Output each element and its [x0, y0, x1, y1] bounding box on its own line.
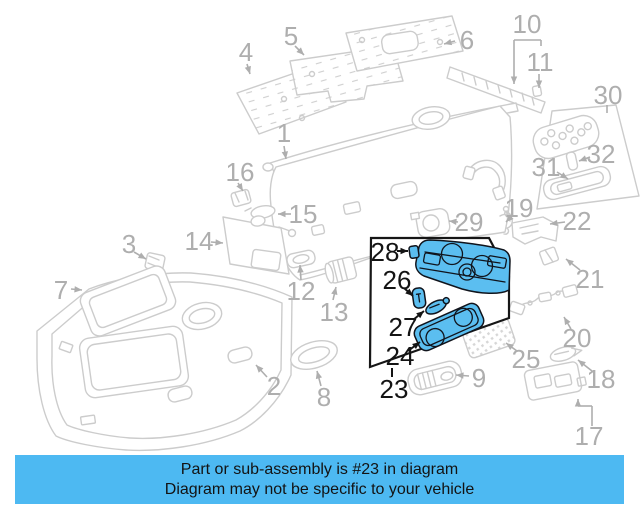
callout-28[interactable]: 28	[371, 237, 400, 267]
callout-12[interactable]: 12	[287, 276, 316, 306]
part-insulator-pad-rear	[345, 15, 464, 72]
callout-arrowhead-9	[456, 372, 464, 379]
callout-arrowhead-17	[574, 399, 582, 407]
part-rear-lamp-kit-box	[532, 104, 640, 210]
callout-arrowhead-26	[405, 288, 413, 296]
callout-7[interactable]: 7	[54, 275, 68, 305]
callout-4[interactable]: 4	[239, 37, 253, 67]
part-lens-24	[413, 302, 485, 352]
callout-27[interactable]: 27	[389, 312, 418, 342]
part-motor	[324, 256, 358, 284]
callout-arrowhead-16	[236, 182, 243, 191]
callout-3[interactable]: 3	[122, 229, 136, 259]
callout-30[interactable]: 30	[594, 80, 623, 110]
callout-arrowhead-22	[550, 219, 558, 227]
callout-arrowhead-10	[510, 76, 518, 84]
callout-19[interactable]: 19	[505, 193, 534, 223]
part-vent	[286, 249, 316, 269]
callout-18[interactable]: 18	[587, 364, 616, 394]
part-bulb-27	[425, 296, 450, 315]
part-lamp-housing-30	[532, 114, 600, 160]
callout-1[interactable]: 1	[277, 118, 291, 148]
callout-arrowhead-8	[315, 371, 323, 380]
part-header-clip	[531, 84, 543, 98]
callout-9[interactable]: 9	[472, 363, 486, 393]
part-clip-21	[538, 246, 560, 266]
callout-21[interactable]: 21	[576, 264, 605, 294]
callout-arrowhead-4	[244, 65, 251, 74]
callout-arrowhead-5	[296, 47, 304, 55]
notice-line2: Diagram may not be specific to your vehi…	[164, 480, 475, 498]
callout-arrowhead-28	[400, 247, 408, 255]
part-coat-hook	[499, 213, 513, 235]
part-grab-handle	[462, 159, 506, 201]
callout-arrowhead-1	[281, 151, 289, 159]
callout-32[interactable]: 32	[587, 139, 616, 169]
part-visor-mount	[244, 205, 276, 227]
notice-banner: Part or sub-assembly is #23 in diagram D…	[15, 455, 624, 504]
part-bulb-holder-26	[411, 287, 427, 309]
callout-arrowhead-15	[278, 210, 286, 218]
callout-11[interactable]: 11	[527, 47, 554, 77]
part-header-rail	[446, 66, 546, 114]
callout-16[interactable]: 16	[226, 157, 255, 187]
part-lens-31	[542, 165, 612, 201]
notice-line1: Part or sub-assembly is #23 in diagram	[180, 460, 459, 478]
callout-29[interactable]: 29	[455, 207, 484, 237]
callout-25[interactable]: 25	[512, 344, 541, 374]
callout-arrowhead-20	[564, 317, 571, 326]
callout-arrowhead-24	[412, 342, 420, 350]
callout-20[interactable]: 20	[563, 323, 592, 353]
part-visor-clip	[230, 188, 252, 208]
callout-14[interactable]: 14	[185, 226, 214, 256]
callout-arrowhead-29	[449, 218, 457, 226]
callout-arrowhead-7	[74, 286, 82, 293]
callout-15[interactable]: 15	[289, 199, 318, 229]
part-sunroof-shade	[79, 265, 177, 337]
callout-26[interactable]: 26	[383, 265, 412, 295]
part-harness	[508, 284, 579, 316]
callout-13[interactable]: 13	[320, 297, 349, 327]
callout-arrowhead-19	[506, 214, 514, 222]
callout-24[interactable]: 24	[386, 341, 415, 371]
callout-arrowhead-32	[579, 155, 588, 162]
callout-arrowhead-18	[578, 360, 586, 368]
callout-arrowhead-12	[297, 265, 304, 273]
callout-22[interactable]: 22	[563, 206, 592, 236]
callout-2[interactable]: 2	[267, 371, 281, 401]
callout-arrowhead-3	[137, 252, 146, 259]
callout-arrowhead-11	[535, 80, 543, 88]
callout-23[interactable]: 23	[380, 374, 409, 404]
callout-arrowhead-13	[331, 287, 338, 296]
callout-arrowhead-27	[416, 311, 424, 319]
callout-arrowhead-2	[256, 365, 264, 373]
callout-arrowhead-25	[506, 343, 514, 350]
callout-arrowhead-31	[559, 172, 568, 179]
part-overhead-console-highlighted	[408, 239, 511, 352]
callout-10[interactable]: 10	[513, 9, 542, 39]
part-trim-ring	[290, 340, 338, 370]
callout-31[interactable]: 31	[532, 152, 561, 182]
callout-6[interactable]: 6	[460, 25, 474, 55]
part-clip-28	[408, 245, 420, 259]
callout-arrowhead-14	[215, 239, 223, 246]
part-bulb-32	[565, 150, 579, 171]
part-bulb-18	[549, 346, 583, 362]
callout-5[interactable]: 5	[284, 21, 298, 51]
callout-arrowhead-21	[566, 259, 574, 267]
part-dome-lamp-front	[409, 207, 451, 239]
part-bracket-22	[511, 216, 559, 245]
part-panel-9	[407, 360, 463, 396]
part-rear-lamp-17	[523, 361, 587, 401]
callout-17[interactable]: 17	[575, 421, 604, 451]
callout-8[interactable]: 8	[317, 382, 331, 412]
callout-arrowhead-6	[444, 38, 453, 46]
